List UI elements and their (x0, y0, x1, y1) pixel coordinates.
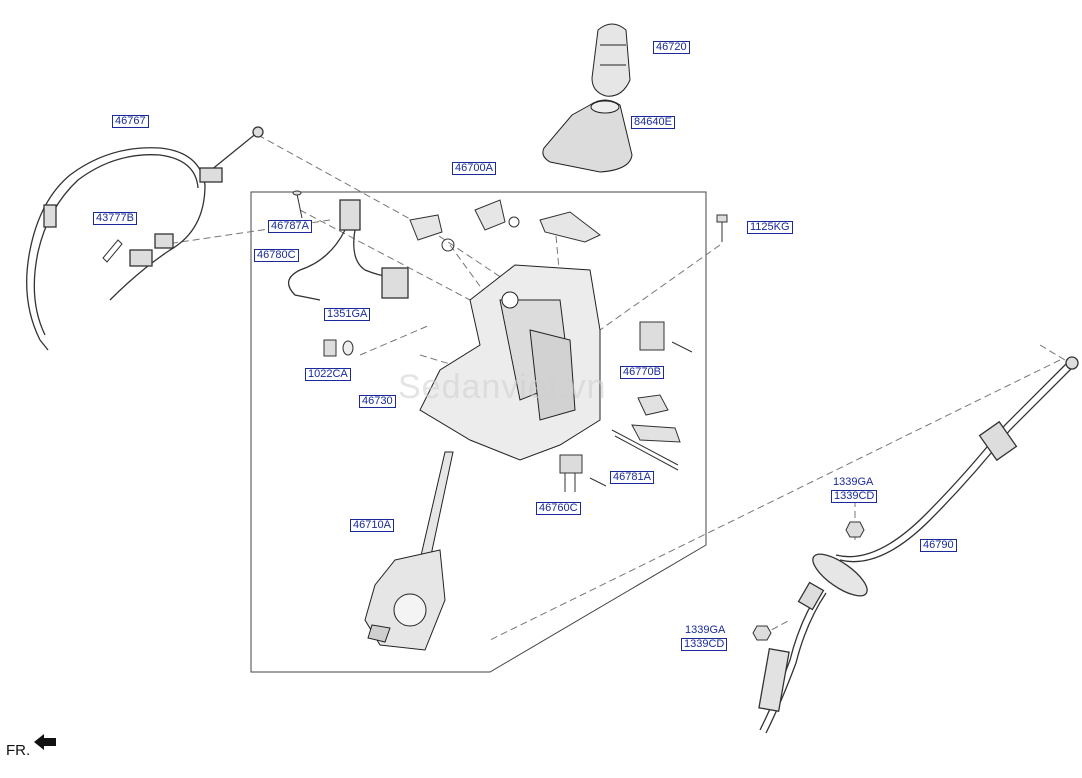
part-callout-46720[interactable]: 46720 (653, 41, 690, 54)
cable-left (26, 126, 264, 351)
shift-knob (591, 23, 631, 97)
nut-right-lower (752, 625, 772, 641)
leader-lines (159, 134, 1066, 641)
shift-lever (364, 451, 454, 651)
nut-right-upper (845, 521, 865, 538)
front-direction-label: FR. (6, 742, 31, 759)
part-callout-46730[interactable]: 46730 (359, 395, 396, 408)
part-label-1339ga-lower[interactable]: 1339GA (685, 624, 726, 636)
part-label-1339ga-upper[interactable]: 1339GA (833, 476, 874, 488)
part-callout-46760c[interactable]: 46760C (536, 502, 581, 515)
part-callout-46770b[interactable]: 46770B (620, 366, 664, 379)
cable-right (758, 356, 1079, 734)
connector-right (639, 321, 693, 353)
part-callout-1022ca[interactable]: 1022CA (305, 368, 351, 381)
bolt-1125kg (716, 214, 728, 242)
part-callout-84640e[interactable]: 84640E (631, 116, 675, 129)
part-callout-1125kg[interactable]: 1125KG (747, 221, 793, 234)
screw-46787a (292, 190, 303, 219)
small-brackets (409, 199, 601, 252)
part-callout-46787a[interactable]: 46787A (268, 220, 312, 233)
washer-1351ga (342, 340, 354, 356)
part-callout-46767[interactable]: 46767 (112, 115, 149, 128)
part-callout-1339cd-upper[interactable]: 1339CD (831, 490, 878, 503)
part-callout-46700a[interactable]: 46700A (452, 162, 496, 175)
part-callout-46781a[interactable]: 46781A (610, 471, 654, 484)
shifter-bracket (419, 264, 601, 461)
assembly-frame (250, 191, 707, 673)
part-callout-1351ga[interactable]: 1351GA (324, 308, 371, 321)
nut-1022ca (323, 339, 337, 357)
part-callout-1339cd-lower[interactable]: 1339CD (681, 638, 728, 651)
part-callout-46780c[interactable]: 46780C (254, 249, 299, 262)
part-callout-43777b[interactable]: 43777B (93, 212, 137, 225)
part-callout-46710a[interactable]: 46710A (350, 519, 394, 532)
front-arrow-icon (34, 734, 56, 750)
watermark: Sedanviet.vn (398, 368, 607, 406)
clip-43777b (102, 239, 123, 263)
part-callout-46790[interactable]: 46790 (920, 539, 957, 552)
switch-46760c (559, 454, 607, 492)
shift-boot (542, 99, 633, 173)
pin-46781a (611, 424, 681, 471)
wiring-harness (288, 199, 409, 301)
stopper-46770b (637, 394, 669, 416)
